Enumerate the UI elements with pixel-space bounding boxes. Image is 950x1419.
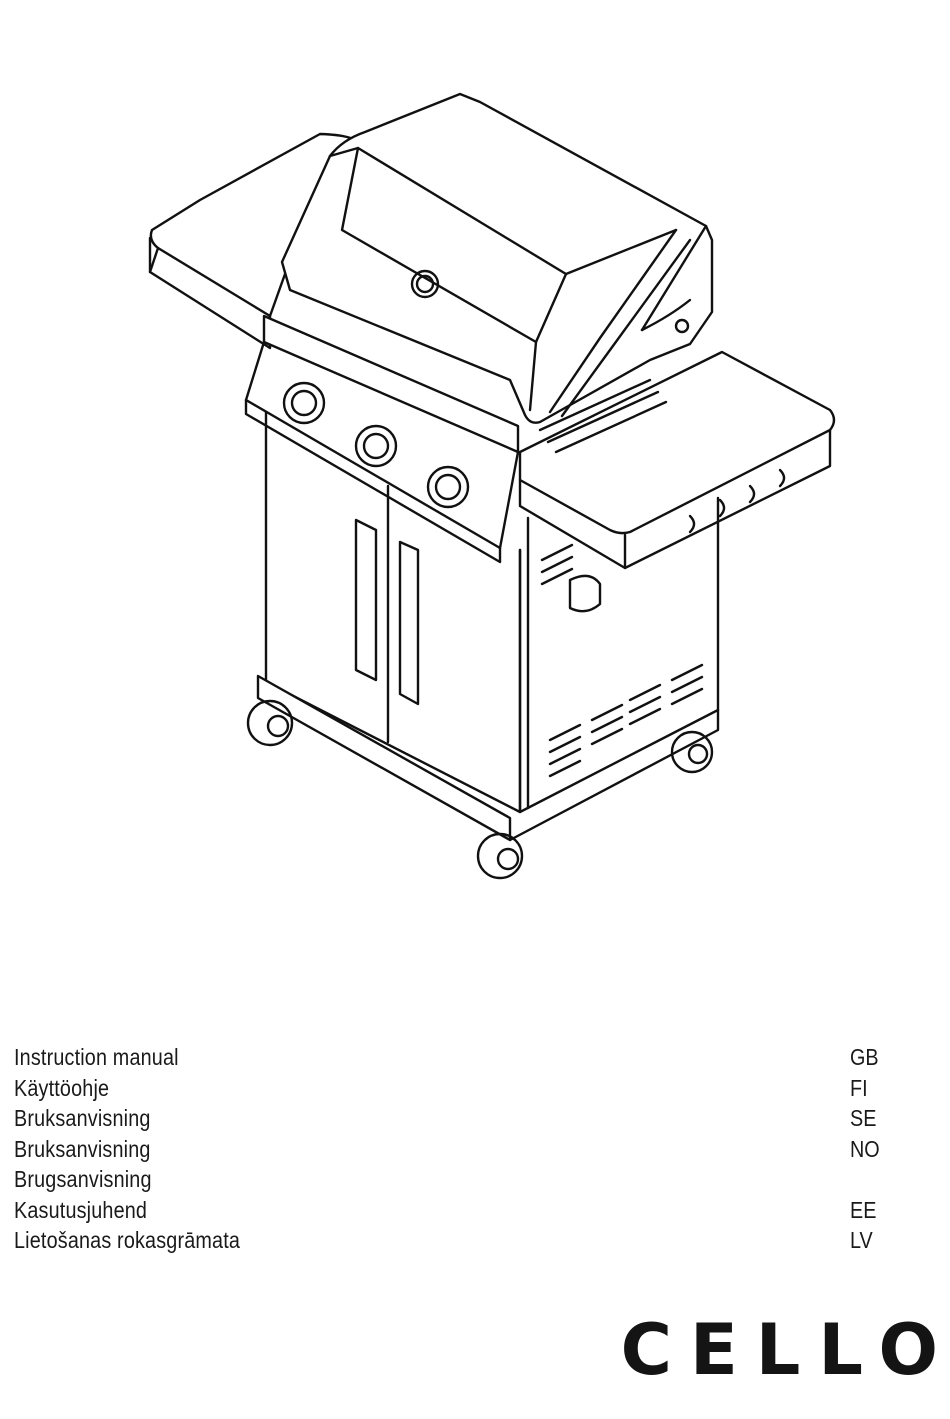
language-name: Instruction manual — [14, 1042, 179, 1072]
language-row: Kasutusjuhend EE — [14, 1195, 884, 1226]
language-code: LV — [850, 1225, 873, 1255]
language-row: Lietošanas rokasgrāmata LV — [14, 1225, 884, 1256]
language-name: Brugsanvisning — [14, 1164, 152, 1194]
language-name: Käyttöohje — [14, 1073, 109, 1103]
language-name: Lietošanas rokasgrāmata — [14, 1225, 240, 1255]
language-name: Bruksanvisning — [14, 1103, 151, 1133]
gas-grill-illustration — [130, 80, 850, 900]
gas-grill-icon — [130, 80, 850, 900]
language-code: EE — [850, 1195, 876, 1225]
brand-logo: CELLO — [621, 1312, 950, 1388]
language-row: Bruksanvisning SE — [14, 1103, 884, 1134]
language-code: SE — [850, 1103, 876, 1133]
language-row: Instruction manual GB — [14, 1042, 884, 1073]
language-row: Käyttöohje FI — [14, 1073, 884, 1104]
language-name: Kasutusjuhend — [14, 1195, 147, 1225]
language-code: NO — [850, 1134, 880, 1164]
language-name: Bruksanvisning — [14, 1134, 151, 1164]
language-row: Brugsanvisning — [14, 1164, 884, 1195]
language-list: Instruction manual GB Käyttöohje FI Bruk… — [14, 1042, 884, 1256]
language-code: FI — [850, 1073, 868, 1103]
language-row: Bruksanvisning NO — [14, 1134, 884, 1165]
language-code: GB — [850, 1042, 879, 1072]
